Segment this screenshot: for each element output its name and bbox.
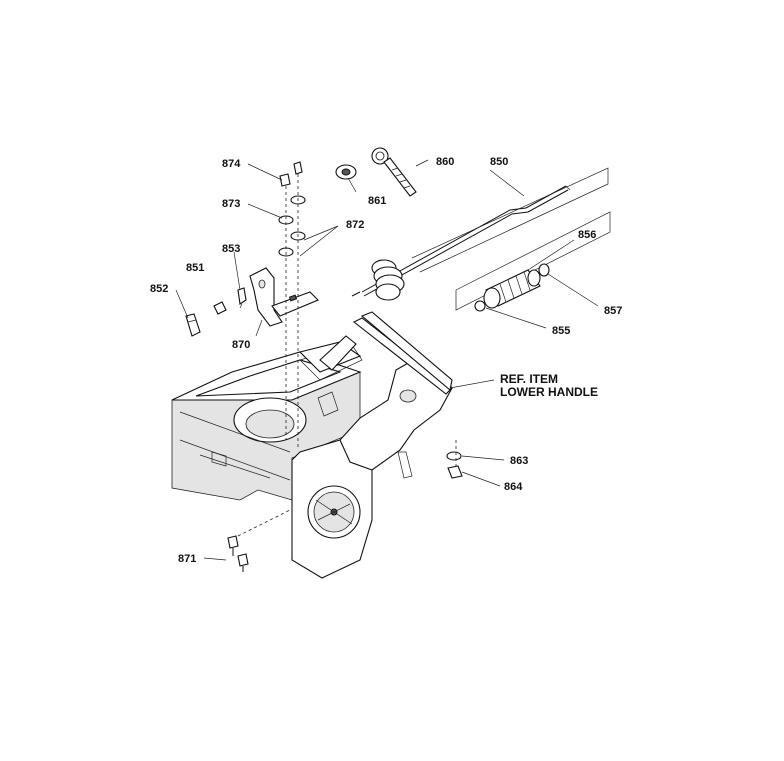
chute-crank-rod [361, 167, 609, 297]
reference-note: REF. ITEM LOWER HANDLE [500, 372, 598, 399]
washer-855 [474, 300, 486, 312]
bushing-856 [483, 269, 541, 309]
washer-857 [538, 263, 550, 277]
fastener-stack [278, 161, 306, 450]
spring-coil [351, 259, 405, 301]
label-850: 850 [490, 156, 508, 168]
leader-lines [175, 159, 599, 561]
label-852: 852 [150, 283, 168, 295]
label-860: 860 [436, 156, 454, 168]
label-863: 863 [510, 455, 528, 467]
bracket-870 [249, 267, 319, 327]
side-plate [291, 439, 373, 579]
clip-853 [237, 287, 247, 309]
label-871: 871 [178, 553, 196, 565]
washer-861 [335, 164, 357, 180]
nut-851 [213, 301, 227, 315]
label-851: 851 [186, 262, 204, 274]
eyebolt-860 [371, 147, 417, 197]
label-870: 870 [232, 339, 250, 351]
bushing-frame [455, 211, 611, 311]
label-855: 855 [552, 325, 570, 337]
label-873: 873 [222, 198, 240, 210]
label-874: 874 [222, 158, 241, 170]
label-861: 861 [368, 195, 386, 207]
label-857: 857 [604, 305, 622, 317]
ref-note-line1: REF. ITEM [500, 372, 558, 386]
label-856: 856 [578, 229, 596, 241]
label-872: 872 [346, 219, 364, 231]
bolt-871 [227, 509, 291, 572]
label-864: 864 [504, 481, 523, 493]
part-labels: 874 873 872 853 851 852 870 861 860 850 … [150, 156, 622, 565]
ref-note-line2: LOWER HANDLE [500, 385, 598, 399]
washer-863 [446, 451, 462, 461]
nut-864 [447, 440, 463, 479]
pin-852 [185, 313, 201, 337]
lower-handle-bracket [317, 311, 453, 479]
label-853: 853 [222, 243, 240, 255]
